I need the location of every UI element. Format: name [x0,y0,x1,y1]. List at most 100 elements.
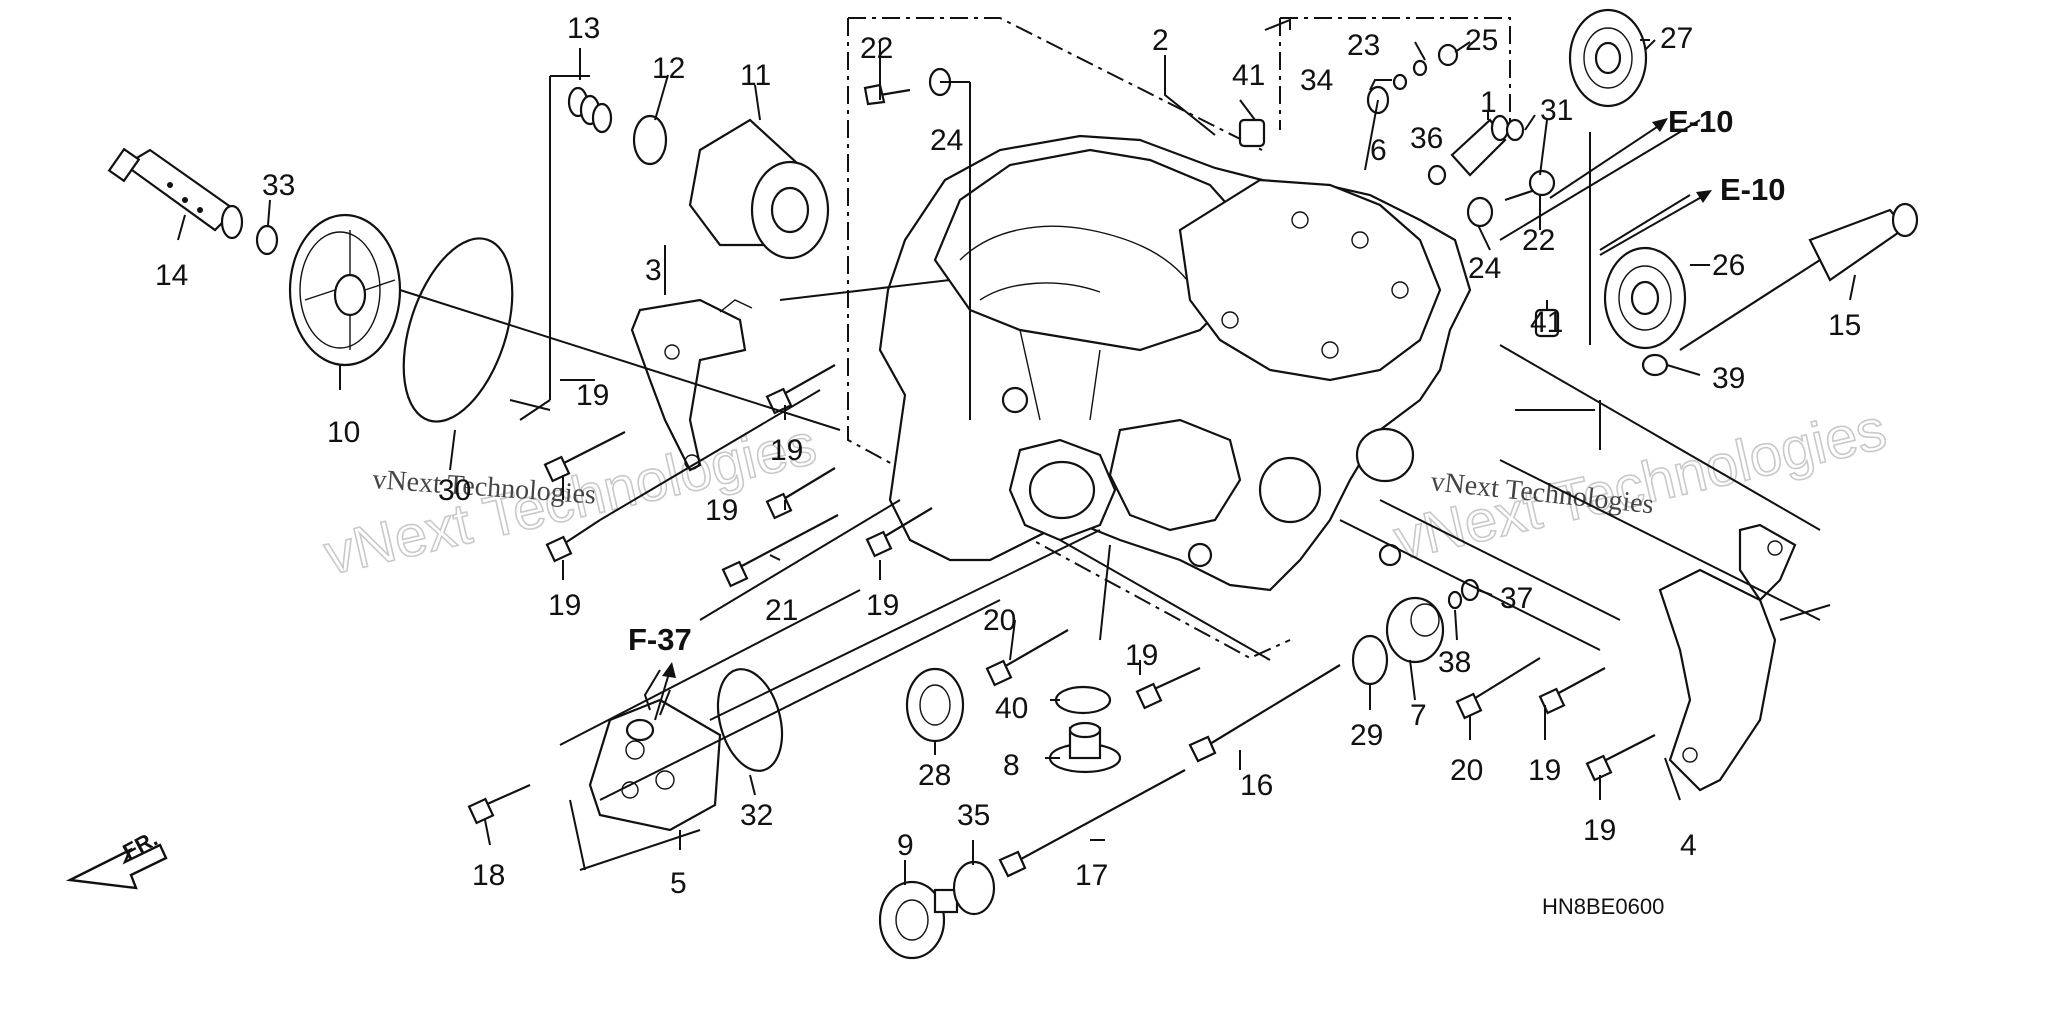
callout-32: 32 [740,799,773,832]
callout-16: 16 [1240,769,1273,802]
callout-29: 29 [1350,719,1383,752]
callout-36: 36 [1410,122,1443,155]
front-case-housing [878,134,1472,592]
callout-21: 21 [765,594,798,627]
part-24-washer-right [1466,196,1494,228]
callout-19c: 19 [705,494,738,527]
callout-7: 7 [1410,699,1427,732]
part-31-washer [1505,118,1525,142]
callout-30: 30 [438,474,471,507]
reference-arrows [65,118,1712,890]
part-22-bolt-upper [863,83,911,106]
callout-10: 10 [327,416,360,449]
part-19-bolt-d [545,519,601,563]
callout-26: 26 [1712,249,1745,282]
callout-15: 15 [1828,309,1861,342]
part-36-washer [1427,164,1447,186]
callout-11: 11 [740,59,771,92]
callout-40: 40 [995,692,1028,725]
part-17-bolt-long [998,769,1186,878]
callout-31: 31 [1540,94,1573,127]
part-27-bearing [1568,8,1648,108]
part-14-strainer [107,147,244,240]
callout-35: 35 [957,799,990,832]
assembly-outlines [847,17,1511,660]
part-16-bolt-long [1188,664,1341,763]
part-12-washer [632,114,668,166]
callout-41b: 41 [1530,306,1563,339]
part-34-washer [1392,73,1408,91]
callout-24b: 24 [1468,252,1501,285]
part-10-cover [288,213,402,367]
part-15-dipstick [1679,202,1919,351]
part-8-plug [1048,721,1122,774]
callout-25: 25 [1465,24,1498,57]
callout-17: 17 [1075,859,1108,892]
part-4-bracket [1658,523,1797,792]
part-28-seal [905,667,965,743]
part-33-o-ring [255,224,279,256]
ref-e10-upper: E-10 [1668,104,1733,139]
callout-27: 27 [1660,22,1693,55]
callout-22b: 22 [1522,224,1555,257]
callout-4: 4 [1680,829,1697,862]
part-21-bolt [721,514,839,588]
part-29-o-ring [1351,634,1389,686]
part-30-o-ring [402,237,514,423]
part-35-o-ring [952,860,996,916]
callout-39: 39 [1712,362,1745,395]
callout-19d: 19 [548,589,581,622]
callout-18: 18 [472,859,505,892]
callout-13: 13 [567,12,600,45]
part-18-bolt [467,783,531,825]
diagram-code: HN8BE0600 [1542,894,1664,919]
callout-12: 12 [652,52,685,85]
part-13-springs [567,86,613,134]
callout-9: 9 [897,829,914,862]
part-19-bolt-f [1135,667,1201,710]
part-1-plunger [1450,114,1510,177]
callout-20b: 20 [1450,754,1483,787]
callout-19h: 19 [1583,814,1616,847]
part-39-o-ring [1641,353,1669,377]
callout-23: 23 [1347,29,1380,62]
callout-33: 33 [262,169,295,202]
part-5-pump [588,698,722,832]
callout-19a: 19 [576,379,609,412]
callout-24a: 24 [930,124,963,157]
ref-f37: F-37 [628,622,692,657]
callout-19e: 19 [866,589,899,622]
callout-38: 38 [1438,646,1471,679]
part-41-upper-dowel [1238,118,1266,148]
callout-19g: 19 [1528,754,1561,787]
part-25-nut [1437,43,1459,67]
part-20-bolt-b [1455,657,1541,720]
part-19-bolt-h [1585,734,1656,782]
callout-8: 8 [1003,749,1020,782]
part-40-washer [1054,685,1112,715]
part-3-bracket [630,298,753,472]
callout-41a: 41 [1232,59,1265,92]
part-32-o-ring [716,668,784,772]
callout-14: 14 [155,259,188,292]
callout-2: 2 [1152,24,1169,57]
callout-28: 28 [918,759,951,792]
callout-20a: 20 [983,604,1016,637]
part-19-bolt-g [1538,667,1606,715]
bolt-group [467,364,1656,825]
callout-19f: 19 [1125,639,1158,672]
callout-34: 34 [1300,64,1333,97]
part-23-washer [1412,59,1428,77]
callout-3: 3 [645,254,662,287]
callout-19b: 19 [770,434,803,467]
part-20-bolt-a [985,629,1069,687]
part-26-bearing [1603,246,1687,350]
part-22-bolt-right [1504,169,1556,202]
callout-37: 37 [1500,582,1533,615]
part-9-plug [878,880,959,960]
part-19-bolt-e [865,507,933,558]
leader-lines [177,18,1856,885]
callout-5: 5 [670,867,687,900]
callout-22a: 22 [860,32,893,65]
callout-1: 1 [1480,86,1497,119]
